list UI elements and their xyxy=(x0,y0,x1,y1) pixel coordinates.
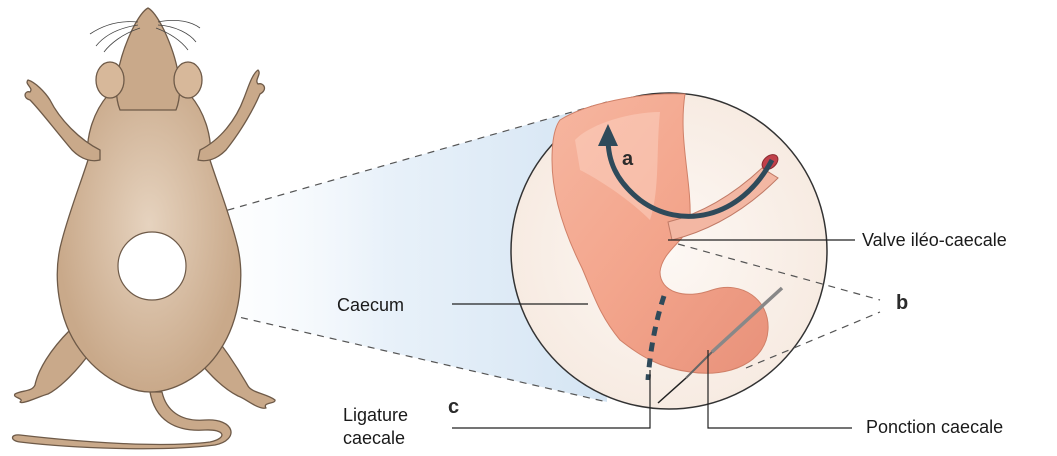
letter-a: a xyxy=(622,148,633,171)
mouse-head xyxy=(116,8,179,110)
label-ligature-line2: caecale xyxy=(343,427,405,449)
magnified-view xyxy=(511,93,827,409)
letter-c: c xyxy=(448,396,459,419)
label-ligature-line1: Ligature xyxy=(343,404,408,426)
mouse-left-front-leg xyxy=(25,80,100,161)
label-ponction-caecale: Ponction caecale xyxy=(866,416,1003,438)
mouse-incision-site xyxy=(118,232,186,300)
mouse-right-front-leg xyxy=(198,70,264,161)
mouse-tail xyxy=(13,392,232,449)
mouse-right-ear xyxy=(174,62,202,98)
label-valve-ileo-caecale: Valve iléo-caecale xyxy=(862,229,1007,251)
label-caecum: Caecum xyxy=(337,294,404,316)
letter-b: b xyxy=(896,292,908,315)
mouse-left-ear xyxy=(96,62,124,98)
